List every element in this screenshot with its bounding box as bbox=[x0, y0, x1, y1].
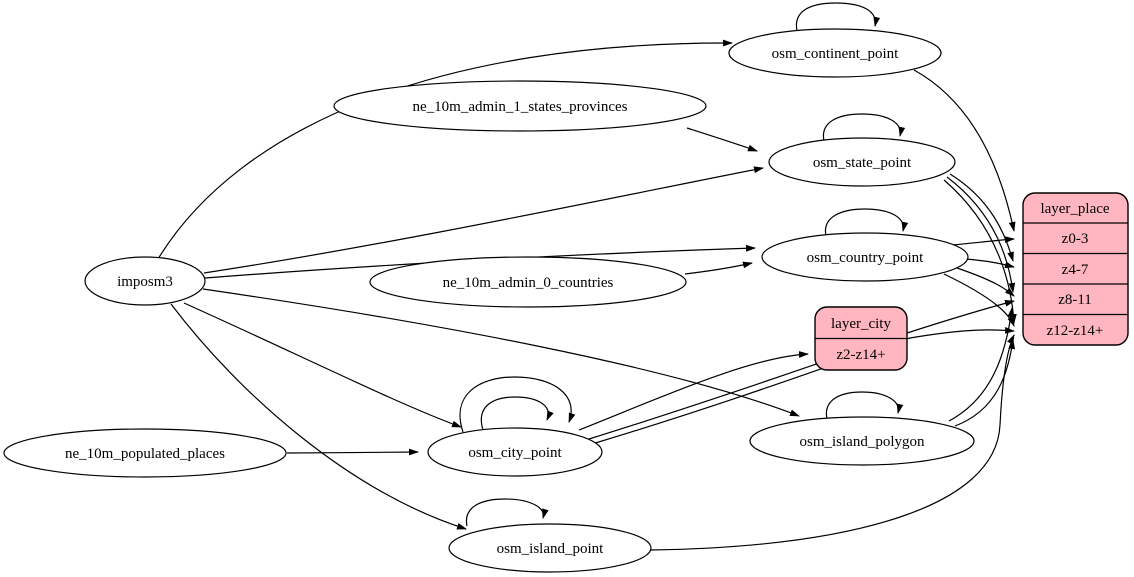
node-osm-island-point: osm_island_point bbox=[448, 523, 652, 573]
edge-state-z4 bbox=[949, 173, 1014, 262]
osm-island-point-ellipse bbox=[448, 523, 652, 573]
edge-imposm3-city bbox=[183, 302, 462, 428]
layer-place-row-z4-7: z4-7 bbox=[1062, 262, 1089, 278]
layer-place-box bbox=[1022, 192, 1129, 346]
node-ne-10m-admin-1-states-provinces: ne_10m_admin_1_states_provinces bbox=[333, 80, 707, 132]
ne-10m-populated-places-ellipse bbox=[3, 428, 287, 478]
node-osm-city-point: osm_city_point bbox=[427, 427, 603, 477]
selfloop-continent bbox=[795, 2, 881, 32]
ne-10m-admin-0-ellipse bbox=[369, 256, 687, 308]
osm-island-polygon-label: osm_island_polygon bbox=[799, 434, 925, 450]
edge-continent-z0 bbox=[913, 69, 1016, 232]
record-layer-place: layer_place z0-3 z4-7 z8-11 z12-z14+ bbox=[1022, 192, 1129, 346]
edge-islandpoint-z12 bbox=[650, 334, 1015, 551]
edge-city-z8 bbox=[588, 300, 1015, 440]
imposm3-label: imposm3 bbox=[117, 274, 173, 290]
selfloop-state bbox=[822, 113, 906, 142]
node-ne-10m-admin-0-countries: ne_10m_admin_0_countries bbox=[369, 256, 687, 308]
edge-islandpolygon-z8 bbox=[948, 307, 1015, 422]
ne-10m-populated-places-label: ne_10m_populated_places bbox=[65, 446, 225, 462]
edge-state-z8 bbox=[946, 176, 1016, 293]
record-layer-city: layer_city z2-z14+ bbox=[814, 306, 908, 371]
node-osm-continent-point: osm_continent_point bbox=[728, 28, 942, 78]
selfloop-city-outer bbox=[459, 376, 576, 433]
osm-country-point-ellipse bbox=[761, 232, 969, 282]
osm-continent-point-label: osm_continent_point bbox=[772, 46, 899, 62]
ne-10m-admin-1-label: ne_10m_admin_1_states_provinces bbox=[413, 99, 628, 115]
osm-country-point-label: osm_country_point bbox=[807, 250, 924, 266]
selfloop-islandpolygon bbox=[825, 391, 904, 420]
edge-nep-city bbox=[286, 448, 419, 456]
ne-10m-admin-1-ellipse bbox=[333, 80, 707, 132]
layer-city-row-z2-z14: z2-z14+ bbox=[836, 347, 885, 363]
imposm3-ellipse bbox=[84, 256, 206, 306]
edge-country-z8 bbox=[956, 267, 1015, 297]
node-osm-state-point: osm_state_point bbox=[768, 137, 956, 187]
osm-island-point-label: osm_island_point bbox=[497, 541, 605, 557]
layer-place-title: layer_place bbox=[1040, 201, 1109, 217]
node-osm-island-polygon: osm_island_polygon bbox=[749, 416, 975, 466]
edge-ne1-state bbox=[686, 127, 758, 152]
osm-city-point-ellipse bbox=[427, 427, 603, 477]
layer-place-row-z12-z14: z12-z14+ bbox=[1047, 323, 1104, 339]
edge-imposm3-state bbox=[203, 166, 764, 274]
osm-city-point-label: osm_city_point bbox=[468, 445, 562, 461]
layer-city-title: layer_city bbox=[831, 316, 891, 332]
edge-ne0-country bbox=[684, 261, 753, 275]
selfloop-country bbox=[824, 208, 909, 237]
node-imposm3: imposm3 bbox=[84, 256, 206, 306]
edge-country-z4 bbox=[965, 258, 1015, 269]
osm-state-point-label: osm_state_point bbox=[813, 155, 912, 171]
edge-islandpolygon-z12 bbox=[954, 339, 1016, 427]
selfloop-city-inner bbox=[480, 396, 554, 431]
osm-continent-point-ellipse bbox=[728, 28, 942, 78]
edge-country-z0 bbox=[952, 236, 1015, 246]
node-osm-country-point: osm_country_point bbox=[761, 232, 969, 282]
layer-place-row-z0-3: z0-3 bbox=[1062, 231, 1089, 247]
selfloop-islandpoint bbox=[465, 498, 549, 527]
edge-imposm3-islandpolygon bbox=[202, 288, 800, 417]
node-ne-10m-populated-places: ne_10m_populated_places bbox=[3, 428, 287, 478]
osm-state-point-ellipse bbox=[768, 137, 956, 187]
edge-imposm3-islandpoint bbox=[170, 303, 467, 530]
ne-10m-admin-0-label: ne_10m_admin_0_countries bbox=[443, 275, 614, 291]
edge-city-layercity bbox=[578, 351, 809, 431]
edge-imposm3-continent bbox=[157, 39, 733, 260]
osm-island-polygon-ellipse bbox=[749, 416, 975, 466]
layer-place-row-z8-11: z8-11 bbox=[1058, 292, 1092, 308]
